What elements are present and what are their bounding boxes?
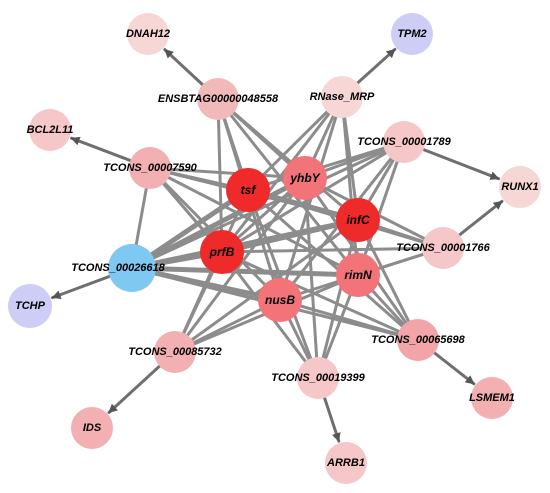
node-label-tcons-00001789: TCONS_00001789 <box>357 136 451 148</box>
node-prfb[interactable] <box>200 230 244 274</box>
edge-tcons-00085732-to-yhby <box>173 176 307 354</box>
node-tcons-00007590[interactable] <box>129 147 171 189</box>
node-label-tcons-00007590: TCONS_00007590 <box>103 162 197 174</box>
nodes-layer <box>8 13 541 484</box>
node-arrb1[interactable] <box>325 442 367 484</box>
node-label-tcons-00085732: TCONS_00085732 <box>128 346 222 358</box>
node-label-rimn: rimN <box>344 268 372 282</box>
node-label-dnah12: DNAH12 <box>126 28 170 40</box>
node-dnah12[interactable] <box>127 13 169 55</box>
node-label-tcons-00026618: TCONS_00026618 <box>71 262 165 274</box>
labels-layer: tsf yhbY infC prfB rimN nusB TCONS_00026618 ENS… <box>15 28 539 469</box>
node-label-bcl2l11: BCL2L11 <box>27 124 74 136</box>
edge-tcons-00065698-to-tsf <box>246 188 420 342</box>
node-label-arrb1: ARRB1 <box>326 457 365 469</box>
node-tcons-00065698[interactable] <box>397 319 439 361</box>
node-label-ids: IDS <box>83 422 102 434</box>
node-tcons-00001766[interactable] <box>422 227 464 269</box>
edge-tcons-00065698-to-infc <box>356 218 420 342</box>
node-label-tchp: TCHP <box>15 300 46 312</box>
node-label-yhby: yhbY <box>289 171 320 185</box>
node-tcons-00085732[interactable] <box>154 331 196 373</box>
node-label-nusb: nusB <box>265 293 295 307</box>
node-nusb[interactable] <box>258 278 302 322</box>
edge-tcons-00001766-to-prfb <box>220 246 445 254</box>
node-tcons-00019399[interactable] <box>297 357 339 399</box>
node-infc[interactable] <box>336 198 380 242</box>
edge-tcons-00026618-to-tcons-00001789 <box>130 140 406 270</box>
edge-tcons-00001789-to-rimn <box>356 140 406 277</box>
edge-prfb-to-infc <box>219 217 361 255</box>
node-label-tcons-00001766: TCONS_00001766 <box>396 242 490 254</box>
edge-tcons-00065698-to-nusb <box>278 298 420 342</box>
node-label-lsmem1: LSMEM1 <box>469 392 515 404</box>
node-label-rnase-mrp: RNase_MRP <box>310 91 375 103</box>
node-yhby[interactable] <box>283 156 327 200</box>
node-label-runx1: RUNX1 <box>501 181 538 193</box>
node-ids[interactable] <box>71 407 113 449</box>
node-label-tcons-00019399: TCONS_00019399 <box>271 372 365 384</box>
edge-tcons-00026618-to-rimn <box>129 265 361 278</box>
node-rnase-mrp[interactable] <box>321 76 363 118</box>
node-rimn[interactable] <box>336 253 380 297</box>
edge-rnase-mrp-to-prfb <box>220 95 344 254</box>
node-tpm2[interactable] <box>391 13 433 55</box>
edge-tcons-00065698-to-prfb <box>220 250 420 342</box>
node-tcons-00001789[interactable] <box>383 121 425 163</box>
node-label-infc: infC <box>346 213 370 227</box>
node-tchp[interactable] <box>8 284 52 328</box>
edge-tcons-00007590-to-yhby <box>148 166 307 180</box>
node-label-tpm2: TPM2 <box>397 28 426 40</box>
node-label-ensbtag00000048558: ENSBTAG00000048558 <box>158 93 279 105</box>
node-label-prfb: prfB <box>209 245 235 259</box>
node-bcl2l11[interactable] <box>29 109 71 151</box>
node-label-tcons-00065698: TCONS_00065698 <box>371 334 465 346</box>
node-tsf[interactable] <box>226 168 270 212</box>
node-lsmem1[interactable] <box>471 377 513 419</box>
node-tcons-00026618[interactable] <box>108 244 156 292</box>
edge-rnase-mrp-to-rimn <box>340 95 360 277</box>
node-ensbtag00000048558[interactable] <box>197 78 239 120</box>
edge-ensbtag00000048558-to-infc <box>216 97 360 222</box>
node-runx1[interactable] <box>499 166 541 208</box>
edge-tcons-00019399-to-yhby <box>303 176 320 380</box>
node-label-tsf: tsf <box>241 183 257 197</box>
